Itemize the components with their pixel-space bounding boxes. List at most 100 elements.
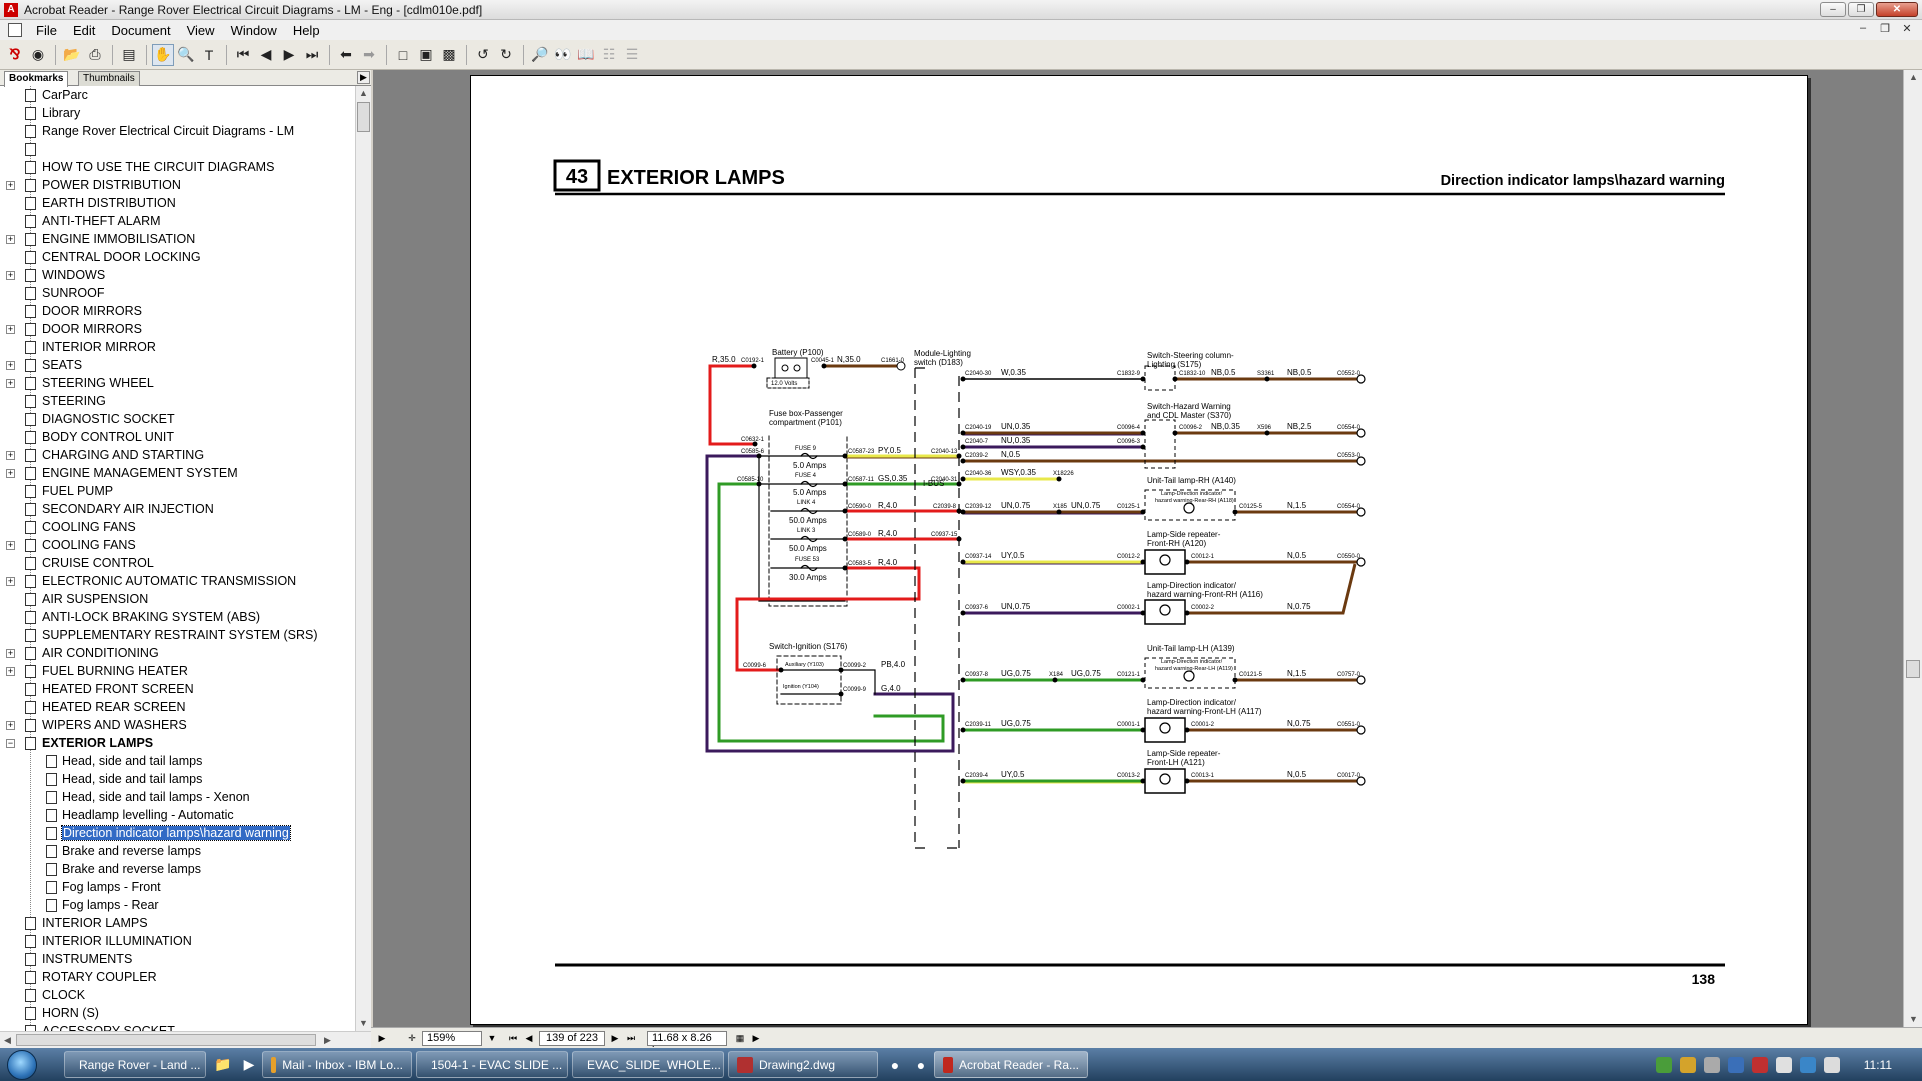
doc-scroll-down-arrow-icon[interactable]: ▼ — [1909, 1014, 1918, 1024]
doc-minimize-button[interactable]: – — [1859, 22, 1867, 34]
minimize-button[interactable]: – — [1820, 2, 1846, 17]
bookmark-item[interactable]: BODY CONTROL UNIT — [0, 429, 355, 447]
status-next-page-icon[interactable]: ▶ — [611, 1033, 619, 1043]
media-quicklaunch-icon[interactable]: ▶ — [243, 1056, 255, 1072]
rotate-cw-icon[interactable]: ↻ — [500, 46, 512, 62]
bookmark-item[interactable]: SECONDARY AIR INJECTION — [0, 501, 355, 519]
go-back-icon[interactable]: ⬅ — [340, 46, 352, 62]
bookmark-item[interactable]: ACCESSORY SOCKET — [0, 1023, 355, 1031]
expand-icon[interactable]: + — [6, 378, 15, 388]
bookmark-item[interactable]: +COOLING FANS — [0, 537, 355, 555]
last-page-icon[interactable]: ⏭ — [305, 46, 319, 62]
start-button[interactable] — [0, 1048, 44, 1081]
bookmark-item[interactable]: INTERIOR ILLUMINATION — [0, 933, 355, 951]
bookmark-item[interactable]: Fog lamps - Rear — [0, 897, 355, 915]
expand-icon[interactable]: + — [6, 324, 15, 334]
nav-hscroll-thumb[interactable] — [16, 1034, 316, 1046]
bookmark-item[interactable]: +ENGINE IMMOBILISATION — [0, 231, 355, 249]
taskbar-button[interactable]: Mail - Inbox - IBM Lo... — [262, 1051, 412, 1078]
actual-size-icon[interactable]: □ — [398, 46, 408, 63]
expand-icon[interactable]: + — [6, 234, 15, 244]
bookmark-item[interactable]: Head, side and tail lamps — [0, 753, 355, 771]
bookmark-item[interactable]: Library — [0, 105, 355, 123]
zoom-field[interactable]: 159% — [422, 1030, 482, 1046]
zoom-adjust-icon[interactable]: ✛ — [408, 1033, 416, 1043]
bookmark-item[interactable]: INTERIOR MIRROR — [0, 339, 355, 357]
status-last-page-icon[interactable]: ⏭ — [626, 1033, 636, 1043]
bookmark-item[interactable]: AIR SUSPENSION — [0, 591, 355, 609]
bookmark-item[interactable]: STEERING — [0, 393, 355, 411]
tray-network-icon[interactable] — [1655, 1056, 1672, 1073]
pdf-page[interactable]: 43 EXTERIOR LAMPS Direction indicator la… — [470, 75, 1808, 1025]
bookmark-item[interactable]: +POWER DISTRIBUTION — [0, 177, 355, 195]
expand-icon[interactable]: + — [6, 540, 15, 550]
tray-bluetooth-icon[interactable] — [1727, 1056, 1744, 1073]
bookmark-item[interactable]: ROTARY COUPLER — [0, 969, 355, 987]
web-capture-icon[interactable]: ☷ — [602, 46, 616, 62]
previous-page-icon[interactable]: ◀ — [260, 46, 272, 62]
expand-icon[interactable]: + — [6, 648, 15, 658]
taskbar-button[interactable]: Drawing2.dwg — [728, 1051, 878, 1078]
bookmark-item[interactable]: INTERIOR LAMPS — [0, 915, 355, 933]
taskbar-button[interactable]: Range Rover - Land ... — [64, 1051, 206, 1078]
bookmark-item[interactable]: ANTI-THEFT ALARM — [0, 213, 355, 231]
tray-globe-icon[interactable] — [1799, 1056, 1816, 1073]
bookmark-item[interactable]: +WIPERS AND WASHERS — [0, 717, 355, 735]
acrobat-icon[interactable]: ⅋ — [9, 46, 21, 62]
bookmark-item[interactable] — [0, 141, 355, 159]
bookmark-item[interactable]: FUEL PUMP — [0, 483, 355, 501]
clock[interactable]: 11:11 — [1863, 1057, 1892, 1072]
scroll-up-arrow-icon[interactable]: ▲ — [359, 88, 368, 98]
expand-icon[interactable]: + — [6, 720, 15, 730]
menu-view[interactable]: View — [186, 22, 215, 38]
nav-horizontal-scrollbar[interactable]: ◀ ▶ — [0, 1031, 371, 1048]
bookmark-item[interactable]: CENTRAL DOOR LOCKING — [0, 249, 355, 267]
bookmark-item[interactable]: +DOOR MIRRORS — [0, 321, 355, 339]
bookmark-item[interactable]: +AIR CONDITIONING — [0, 645, 355, 663]
text-select-tool-icon[interactable]: T — [204, 46, 214, 63]
bookmark-item[interactable]: +STEERING WHEEL — [0, 375, 355, 393]
fit-width-icon[interactable]: ▩ — [442, 46, 456, 62]
bookmark-item[interactable]: Headlamp levelling - Automatic — [0, 807, 355, 825]
expand-icon[interactable]: + — [6, 180, 15, 190]
expand-icon[interactable]: + — [6, 270, 15, 280]
scroll-right-arrow-icon[interactable]: ▶ — [324, 1035, 331, 1045]
first-page-icon[interactable]: ⏮ — [236, 46, 250, 62]
search-icon[interactable]: 👀 — [554, 46, 572, 62]
bookmark-item[interactable]: +FUEL BURNING HEATER — [0, 663, 355, 681]
menu-window[interactable]: Window — [230, 22, 277, 38]
bookmark-item[interactable]: HORN (S) — [0, 1005, 355, 1023]
next-page-icon[interactable]: ▶ — [283, 46, 295, 62]
tray-security-icon[interactable] — [1679, 1056, 1696, 1073]
doc-scroll-thumb[interactable] — [1906, 660, 1920, 678]
expand-icon[interactable]: + — [6, 576, 15, 586]
nav-scroll-thumb[interactable] — [357, 102, 370, 132]
taskbar-button[interactable]: 1504-1 - EVAC SLIDE ... — [416, 1051, 568, 1078]
menu-document[interactable]: Document — [111, 22, 171, 38]
doc-scroll-up-arrow-icon[interactable]: ▲ — [1909, 72, 1918, 82]
collapse-icon[interactable]: − — [6, 738, 15, 748]
bookmark-item[interactable]: INSTRUMENTS — [0, 951, 355, 969]
bookmark-item[interactable]: +CHARGING AND STARTING — [0, 447, 355, 465]
menu-edit[interactable]: Edit — [72, 22, 96, 38]
bookmark-item[interactable]: +SEATS — [0, 357, 355, 375]
tray-antivirus-icon[interactable] — [1751, 1056, 1768, 1073]
rotate-ccw-icon[interactable]: ↺ — [477, 46, 489, 62]
doc-close-button[interactable]: ✕ — [1902, 23, 1912, 35]
bookmark-item[interactable]: Head, side and tail lamps — [0, 771, 355, 789]
get-reader-icon[interactable]: ◉ — [31, 46, 45, 62]
bookmark-item[interactable]: +WINDOWS — [0, 267, 355, 285]
bookmark-item[interactable]: Head, side and tail lamps - Xenon — [0, 789, 355, 807]
scroll-down-arrow-icon[interactable]: ▼ — [359, 1018, 368, 1028]
expand-icon[interactable]: + — [6, 468, 15, 478]
page-layout-arrow-icon[interactable]: ▶ — [752, 1033, 760, 1043]
bookmark-item[interactable]: CLOCK — [0, 987, 355, 1005]
status-menu-arrow-icon[interactable]: ▶ — [378, 1033, 386, 1043]
tray-power-icon[interactable] — [1823, 1056, 1840, 1073]
status-previous-page-icon[interactable]: ◀ — [525, 1033, 533, 1043]
tray-volume-icon[interactable] — [1775, 1056, 1792, 1073]
zoom-dropdown-arrow-icon[interactable]: ▼ — [487, 1033, 497, 1043]
pane-options-arrow-icon[interactable]: ▶ — [357, 71, 370, 84]
page-layout-icon[interactable]: ▦ — [735, 1033, 745, 1043]
bookmark-item[interactable]: SUPPLEMENTARY RESTRAINT SYSTEM (SRS) — [0, 627, 355, 645]
